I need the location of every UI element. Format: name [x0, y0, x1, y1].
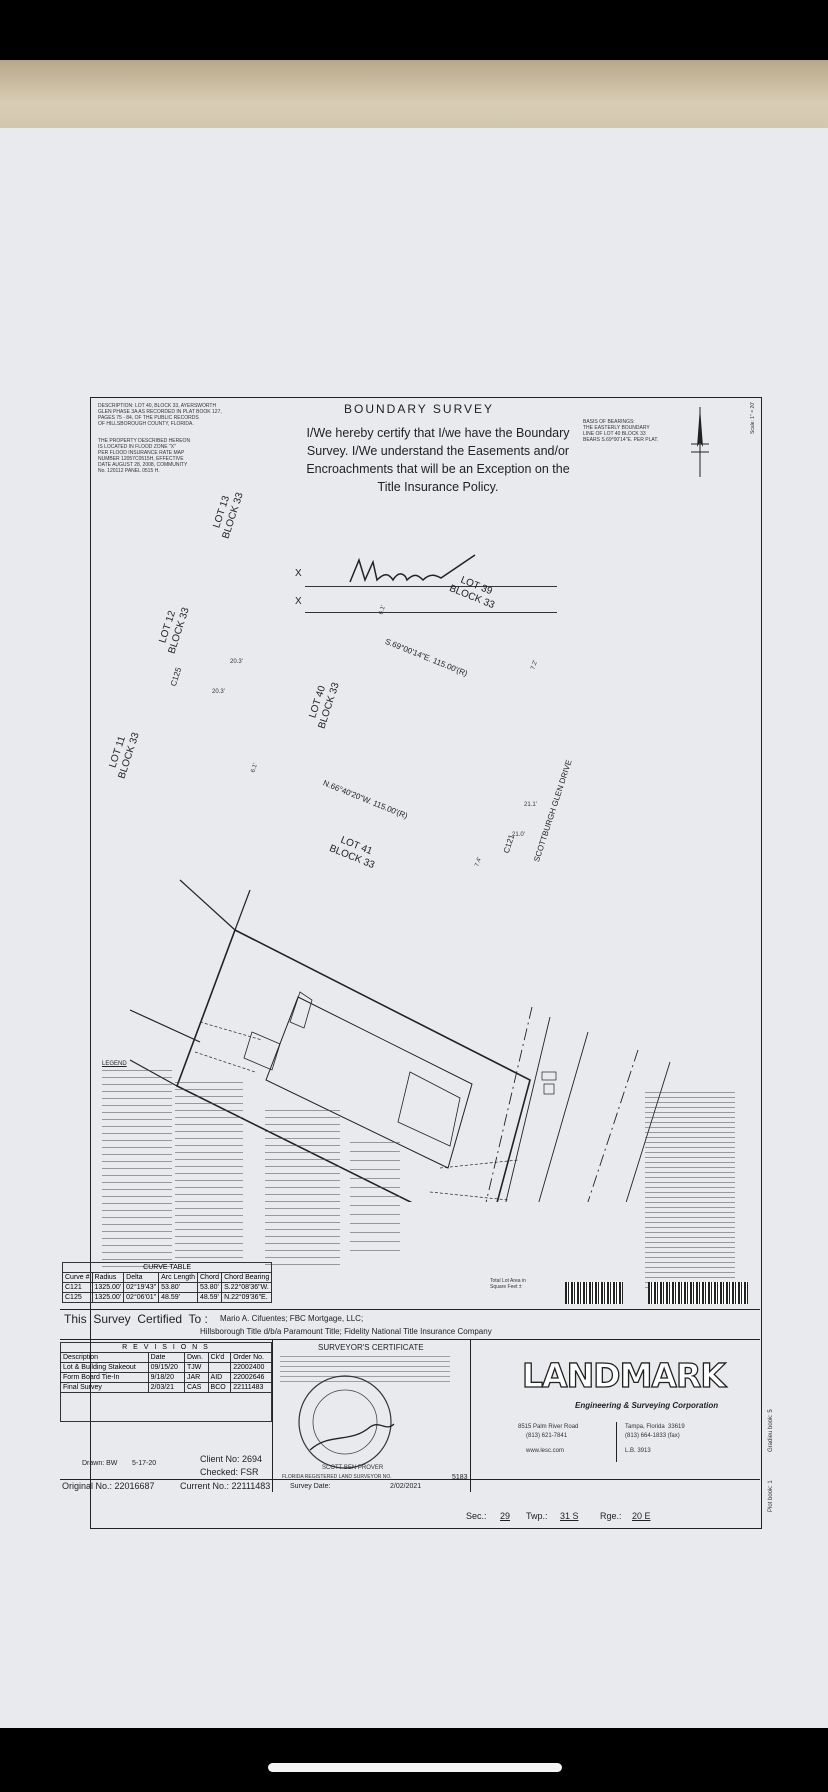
dimension-label: 21.0' [512, 832, 525, 838]
table-header: Order No. [230, 1352, 272, 1363]
field-book-label: Gradieu book: 5 [768, 1409, 774, 1452]
legal-description: DESCRIPTION: LOT 40, BLOCK 33, AYERSWORT… [98, 403, 222, 427]
drawing-frame [90, 397, 762, 1529]
drawn-by: Drawn: BW [82, 1460, 118, 1467]
company-logo: LANDMARK [521, 1355, 726, 1395]
township-label: Twp.: [526, 1511, 548, 1521]
page-title: BOUNDARY SURVEY [344, 402, 495, 416]
signature-line-2 [305, 612, 557, 613]
north-arrow-icon [691, 407, 709, 477]
license-number: 5183 [452, 1474, 468, 1481]
table-header: Curve # [62, 1272, 93, 1283]
company-phone-1: (813) 621-7841 [526, 1433, 568, 1439]
survey-notes [645, 1092, 735, 1292]
flood-zone-note: THE PROPERTY DESCRIBED HEREON IS LOCATED… [98, 438, 191, 474]
table-header: Ck'd [207, 1352, 232, 1363]
legend-title: LEGEND [102, 1061, 127, 1067]
township-value: 31 S [560, 1511, 579, 1521]
table-header: Dwn. [183, 1352, 209, 1363]
dimension-label: 21.1' [524, 802, 537, 808]
survey-date-label: Survey Date: [290, 1483, 331, 1490]
registration-label: FLORIDA REGISTERED LAND SURVEYOR NO. [282, 1474, 392, 1480]
company-address-1: 8515 Palm River Road [518, 1424, 579, 1430]
background-fabric [0, 60, 828, 140]
handwritten-signature [349, 554, 476, 583]
certified-to-line-1: Mario A. Cifuentes; FBC Mortgage, LLC; [220, 1314, 364, 1323]
signature-x-1: X [295, 568, 302, 579]
surveyor-certificate-text [280, 1356, 450, 1382]
divider [272, 1340, 273, 1492]
plot-book-label: Plot book: 1 [768, 1480, 774, 1512]
surveyor-certificate-title: SURVEYOR'S CERTIFICATE [318, 1343, 424, 1352]
company-tagline: Engineering & Surveying Corporation [575, 1401, 719, 1410]
divider [616, 1422, 617, 1462]
scale-label: Scale: 1" = 20' [750, 401, 756, 434]
revisions-title: R E V I S I O N S [60, 1342, 272, 1353]
table-header: Delta [123, 1272, 160, 1283]
divider [470, 1340, 471, 1492]
revisions-table: R E V I S I O N S Description Date Dwn. … [60, 1342, 272, 1422]
original-number: Original No.: 22016687 [62, 1481, 155, 1491]
section-value: 29 [500, 1511, 511, 1521]
client-number: Client No: 2694 [200, 1454, 263, 1464]
current-number: Current No.: 22111483 [180, 1481, 271, 1491]
certification-text: I/We hereby certify that I/we have the B… [306, 426, 570, 494]
curve-table-title: CURVE TABLE [61, 1262, 273, 1273]
dimension-label: 20.3' [212, 689, 225, 695]
company-phone-2: (813) 664-1833 (fax) [625, 1433, 680, 1439]
divider [60, 1339, 760, 1340]
table-header: Description [60, 1352, 149, 1363]
company-license: L.B. 3913 [625, 1448, 651, 1454]
home-indicator[interactable] [268, 1763, 562, 1772]
divider [60, 1479, 760, 1480]
company-address-2: Tampa, Florida 33619 [625, 1424, 685, 1430]
section-label: Sec.: [466, 1511, 487, 1521]
certified-to-label: This Survey Certified To : [64, 1312, 208, 1326]
table-header: Radius [91, 1272, 125, 1283]
checked-by: Checked: FSR [200, 1467, 259, 1477]
basis-of-bearings: BASIS OF BEARINGS: THE EASTERLY BOUNDARY… [583, 419, 659, 443]
legend-column-1 [102, 1070, 172, 1270]
company-website: www.lesc.com [526, 1448, 565, 1454]
surveyor-name: SCOTT BEN PROVER [322, 1465, 384, 1471]
survey-document: DESCRIPTION: LOT 40, BLOCK 33, AYERSWORT… [60, 262, 800, 1529]
surveyor-seal [298, 1375, 395, 1469]
legend-column-2 [175, 1082, 243, 1258]
drawn-date: 5-17-20 [132, 1460, 157, 1467]
table-header: Arc Length [158, 1272, 198, 1283]
barcode-icon [648, 1282, 748, 1304]
curve-table: CURVE TABLE Curve # Radius Delta Arc Len… [61, 1262, 273, 1303]
barcode-icon [565, 1282, 623, 1304]
range-label: Rge.: [600, 1511, 622, 1521]
dimension-label: 20.3' [230, 659, 243, 665]
certified-to-line-2: Hillsborough Title d/b/a Paramount Title… [200, 1327, 492, 1336]
legend-symbols [350, 1142, 400, 1252]
total-lot-area-label: Total Lot Area in Square Feet ± [490, 1278, 526, 1290]
paper-sheet [0, 128, 828, 1728]
table-header: Date [147, 1352, 185, 1363]
range-value: 20 E [632, 1511, 651, 1521]
signature-x-2: X [295, 596, 302, 607]
legend-column-3 [265, 1110, 340, 1270]
divider [60, 1309, 760, 1310]
table-header: Chord [196, 1272, 223, 1283]
survey-date: 2/02/2021 [390, 1483, 422, 1490]
signature-line-1 [305, 586, 557, 587]
table-header: Chord Bearing [221, 1272, 273, 1283]
